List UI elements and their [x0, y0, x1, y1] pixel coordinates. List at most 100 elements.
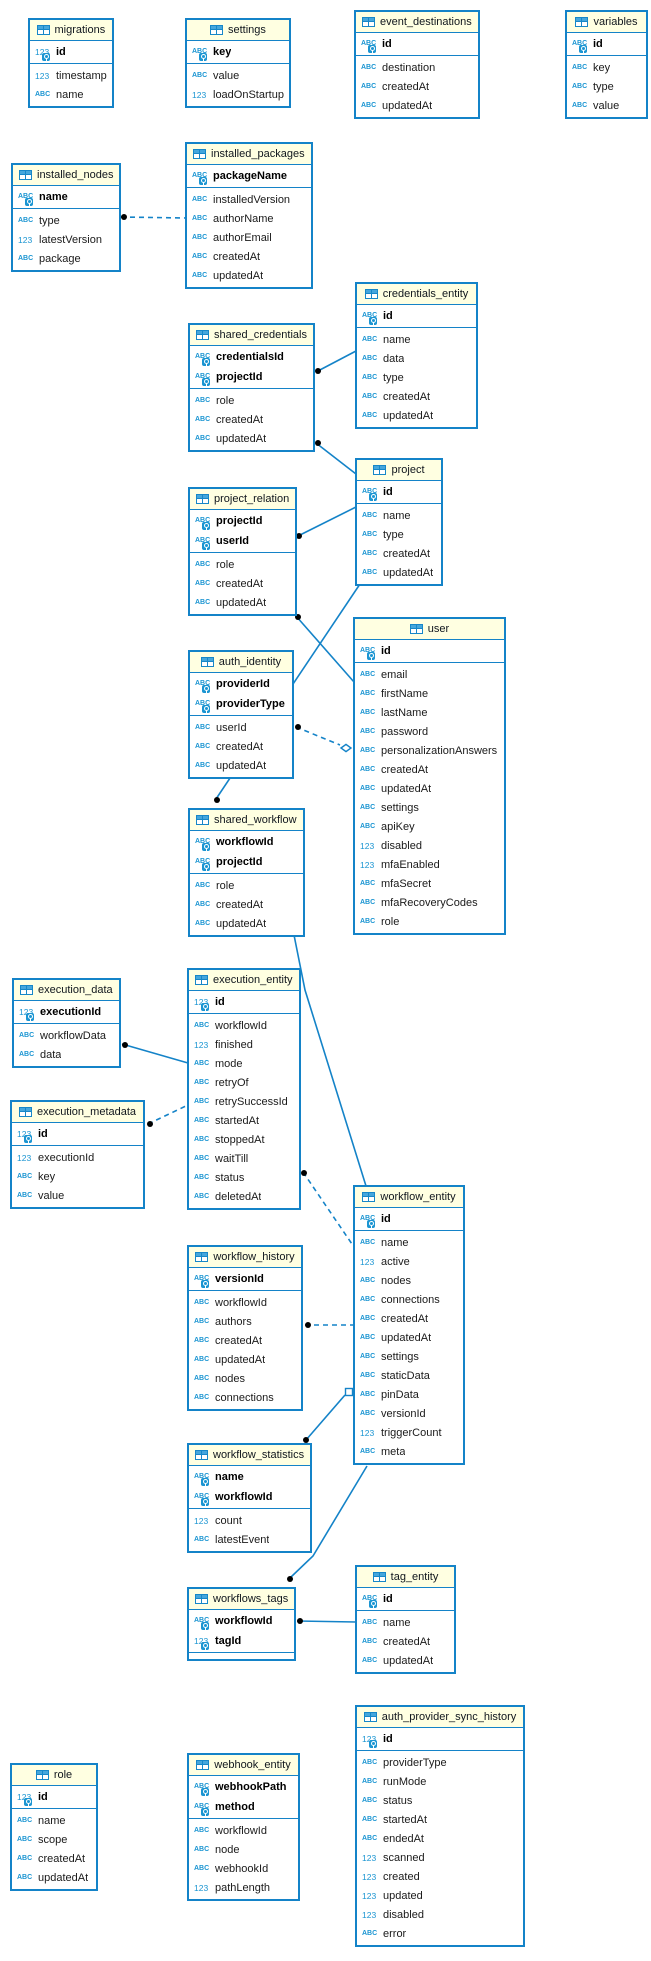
field-name: createdAt	[216, 898, 264, 911]
numeric-type-icon: 123	[194, 1515, 209, 1526]
endpoint-dot-icon	[295, 724, 301, 730]
table-header[interactable]: workflows_tags	[189, 1589, 295, 1610]
endpoint-diamond-icon	[339, 743, 353, 753]
table-title: role	[53, 1769, 73, 1781]
table-icon	[18, 1107, 32, 1117]
primary-key-icon	[201, 1280, 209, 1288]
table-header[interactable]: user	[355, 619, 504, 640]
text-type-icon: ABC	[195, 679, 212, 693]
field-name: value	[593, 99, 620, 112]
table-header[interactable]: workflow_history	[189, 1247, 301, 1268]
text-type-icon: ABC	[194, 1116, 210, 1124]
table-header[interactable]: project	[357, 460, 441, 481]
table-header[interactable]: webhook_entity	[189, 1755, 298, 1776]
numeric-type-icon: 123	[35, 47, 52, 61]
primary-key-icon	[368, 45, 376, 53]
table-header[interactable]: execution_entity	[189, 970, 299, 991]
text-type-icon: ABC	[194, 1154, 210, 1162]
text-type-icon: ABC	[18, 192, 35, 206]
text-type-icon: ABC	[194, 1826, 210, 1834]
table-header[interactable]: settings	[187, 20, 289, 41]
table-header[interactable]: variables	[567, 12, 646, 33]
table-title: auth_identity	[218, 656, 282, 668]
field-name: role	[216, 558, 235, 571]
field-name: mode	[215, 1057, 243, 1070]
primary-key-icon	[579, 45, 587, 53]
table-title: workflow_history	[213, 1251, 295, 1263]
field-name: createdAt	[383, 1635, 431, 1648]
table-header[interactable]: execution_data	[14, 980, 119, 1001]
table-header[interactable]: shared_workflow	[190, 810, 303, 831]
field-name: retrySuccessId	[215, 1095, 288, 1108]
field-name: updatedAt	[216, 917, 267, 930]
table-header[interactable]: shared_credentials	[190, 325, 313, 346]
table-header[interactable]: installed_nodes	[13, 165, 120, 186]
field-name: nodes	[215, 1372, 245, 1385]
text-type-icon: ABC	[194, 1472, 211, 1486]
endpoint-dot-icon	[147, 1121, 153, 1127]
text-type-icon: ABC	[35, 90, 51, 98]
table-header[interactable]: installed_packages	[187, 144, 311, 165]
primary-key-icon	[201, 1788, 209, 1796]
table-header[interactable]: tag_entity	[357, 1567, 454, 1588]
relationship-line-workflow_entity-workflows_tags	[290, 1465, 368, 1578]
table-header[interactable]: workflow_entity	[355, 1187, 463, 1208]
field-name: startedAt	[383, 1813, 428, 1826]
table-title: variables	[593, 16, 638, 28]
numeric-type-icon: 123	[19, 1007, 36, 1021]
table-header[interactable]: credentials_entity	[357, 284, 476, 305]
table-header[interactable]: workflow_statistics	[189, 1445, 311, 1466]
table-header[interactable]: auth_provider_sync_history	[357, 1707, 523, 1728]
table-header[interactable]: project_relation	[190, 489, 296, 510]
table-header[interactable]: execution_metadata	[12, 1102, 143, 1123]
table-header[interactable]: event_destinations	[356, 12, 478, 33]
field-name: updatedAt	[38, 1871, 89, 1884]
text-type-icon: ABC	[194, 1802, 211, 1816]
table-header[interactable]: auth_identity	[190, 652, 292, 673]
field-name: apiKey	[381, 820, 415, 833]
endpoint-dot-icon	[315, 440, 321, 446]
table-header[interactable]: migrations	[30, 20, 112, 41]
table-header[interactable]: role	[12, 1765, 96, 1786]
